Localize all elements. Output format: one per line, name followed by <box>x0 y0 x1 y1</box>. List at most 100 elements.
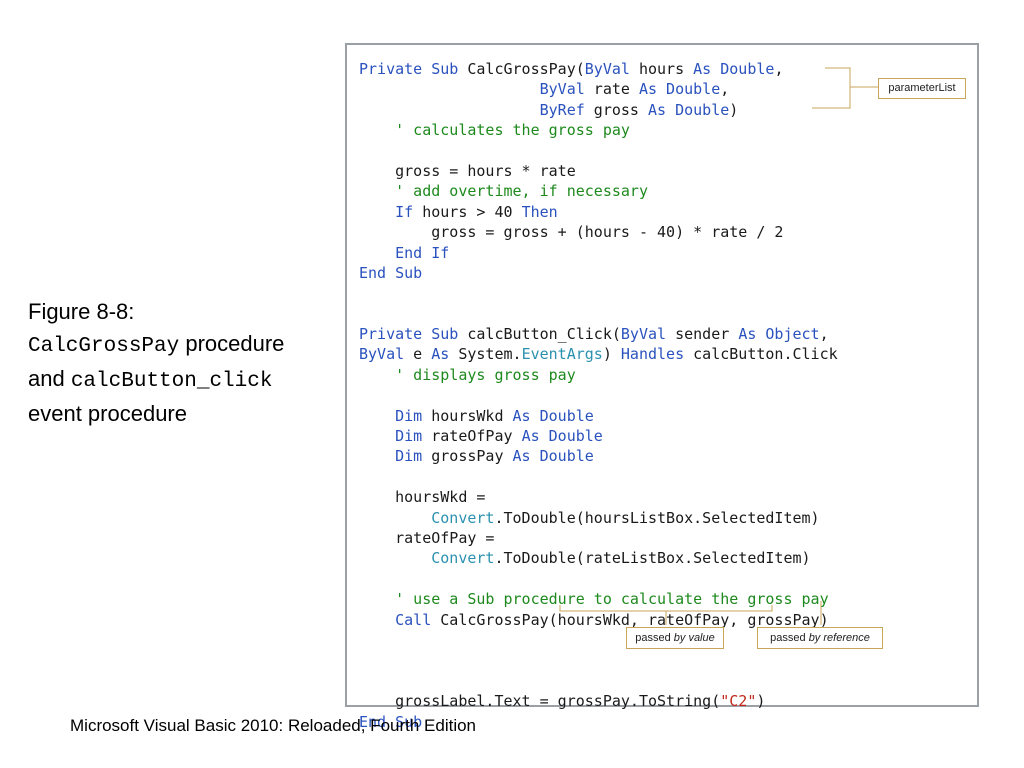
code-token: ByRef <box>539 100 585 119</box>
caption-event-name: calcButton_click <box>70 370 273 393</box>
by-value-bracket <box>559 605 773 612</box>
code-token: grossPay <box>422 447 513 466</box>
code-token: End Sub <box>359 263 423 282</box>
callout-connectors <box>559 67 878 625</box>
code-token: "C2" <box>720 692 757 711</box>
code-token: Dim <box>395 406 423 425</box>
code-line: rateOfPay = <box>359 528 838 548</box>
code-token: gross = gross + (hours - 40) * rate / 2 <box>359 223 784 242</box>
code-token: End If <box>395 243 450 262</box>
code-token: ByVal <box>584 60 630 78</box>
code-line: End Sub <box>359 263 838 283</box>
code-line: End If <box>359 243 838 263</box>
code-token: ByVal <box>620 325 667 344</box>
code-listing-box: Private Sub CalcGrossPay(ByVal hours As … <box>345 43 979 731</box>
code-line: ByVal e As System.EventArgs) Handles cal… <box>359 344 838 364</box>
figure-caption: Figure 8-8: CalcGrossPay procedure and c… <box>28 296 284 430</box>
code-line: Private Sub CalcGrossPay(ByVal hours As … <box>359 59 838 79</box>
code-token: If <box>395 202 414 221</box>
code-token: ' add overtime, if necessary <box>359 182 648 201</box>
code-token: EventArgs <box>521 345 603 364</box>
passed-by-reference-callout: passed by reference <box>757 627 883 649</box>
code-line: gross = hours * rate <box>359 161 838 181</box>
code-token: ) <box>756 692 766 711</box>
code-line: Dim grossPay As Double <box>359 446 838 466</box>
by-reference-prefix: passed <box>770 632 809 644</box>
code-token: ByVal <box>539 80 585 99</box>
code-token: As Double <box>521 427 603 446</box>
caption-proc-name: CalcGrossPay <box>28 335 180 358</box>
code-line: Dim hoursWkd As Double <box>359 406 838 426</box>
code-token: As Double <box>512 406 594 425</box>
code-token: ByVal <box>359 345 405 364</box>
code-line: Dim rateOfPay As Double <box>359 426 838 446</box>
parameter-list-bracket <box>812 67 851 109</box>
code-line: ' add overtime, if necessary <box>359 181 838 201</box>
code-line: Convert.ToDouble(rateListBox.SelectedIte… <box>359 548 838 568</box>
code-token: calcButton_Click( <box>467 325 621 344</box>
code-token: , <box>720 80 730 99</box>
code-token: Call <box>395 610 432 629</box>
caption-proc-word: procedure <box>179 331 285 356</box>
caption-line-2: CalcGrossPay procedure <box>28 328 284 363</box>
code-token: Then <box>521 202 558 221</box>
code-token: Dim <box>395 447 423 466</box>
code-listing: Private Sub CalcGrossPay(ByVal hours As … <box>359 59 838 732</box>
code-token: End Sub <box>359 712 423 731</box>
code-token: System. <box>449 345 522 364</box>
code-token: CalcGrossPay( <box>467 60 585 78</box>
code-token: rateOfPay = <box>359 528 495 547</box>
code-token: hours > 40 <box>413 202 522 221</box>
code-token: rate <box>584 80 639 99</box>
code-token: Convert <box>431 508 495 527</box>
code-token: .ToDouble(hoursListBox.SelectedItem) <box>494 508 820 527</box>
code-token: CalcGrossPay(hoursWkd, rateOfPay, grossP… <box>431 610 829 629</box>
code-token: As Object <box>738 325 820 344</box>
code-token: Handles <box>620 345 685 364</box>
code-line: Convert.ToDouble(hoursListBox.SelectedIt… <box>359 508 838 528</box>
code-line: grossLabel.Text = grossPay.ToString("C2"… <box>359 691 838 711</box>
caption-and-word: and <box>28 366 71 391</box>
code-token: ) <box>729 100 739 119</box>
parameter-list-label: parameterList <box>888 82 956 94</box>
code-token: Convert <box>431 549 495 568</box>
code-token: , <box>774 60 784 78</box>
code-token: As Double <box>638 80 721 99</box>
code-token: ) <box>602 345 621 364</box>
code-token: calcButton.Click <box>684 345 838 364</box>
code-line: If hours > 40 Then <box>359 202 838 222</box>
code-token: hoursWkd <box>422 406 513 425</box>
code-token: ' displays gross pay <box>359 365 576 384</box>
code-token: grossLabel.Text = grossPay.ToString( <box>359 692 721 711</box>
code-token: As Double <box>648 100 730 119</box>
code-line: Private Sub calcButton_Click(ByVal sende… <box>359 324 838 344</box>
code-line: Call CalcGrossPay(hoursWkd, rateOfPay, g… <box>359 610 838 630</box>
code-token: ' use a Sub procedure to calculate the g… <box>359 590 829 609</box>
code-token: rateOfPay <box>422 427 522 446</box>
code-token: sender <box>666 325 739 344</box>
code-token: As Double <box>512 447 594 466</box>
caption-line-3: and calcButton_click <box>28 363 284 398</box>
code-token: As <box>431 345 450 364</box>
code-line: ByVal rate As Double, <box>359 79 838 99</box>
code-line: ' calculates the gross pay <box>359 120 838 140</box>
code-line: gross = gross + (hours - 40) * rate / 2 <box>359 222 838 242</box>
code-token: Dim <box>395 427 423 446</box>
by-reference-em: by reference <box>808 632 870 644</box>
code-token: hoursWkd = <box>359 488 486 507</box>
code-token: gross <box>584 100 648 119</box>
code-token: Private Sub <box>359 60 468 78</box>
by-value-em: by value <box>673 632 715 644</box>
caption-figure-number: Figure 8-8: <box>28 299 135 324</box>
code-token: , <box>819 325 829 344</box>
passed-by-value-callout: passed by value <box>626 627 724 649</box>
code-line: End Sub <box>359 712 838 732</box>
by-value-prefix: passed <box>635 632 674 644</box>
code-line: ' displays gross pay <box>359 365 838 385</box>
code-token: gross = hours * rate <box>359 161 576 180</box>
code-token: As Double <box>693 60 775 78</box>
code-line: ByRef gross As Double) <box>359 100 838 120</box>
code-token: ' calculates the gross pay <box>359 121 630 140</box>
caption-event-text: event procedure <box>28 401 187 426</box>
code-token: e <box>404 345 432 364</box>
